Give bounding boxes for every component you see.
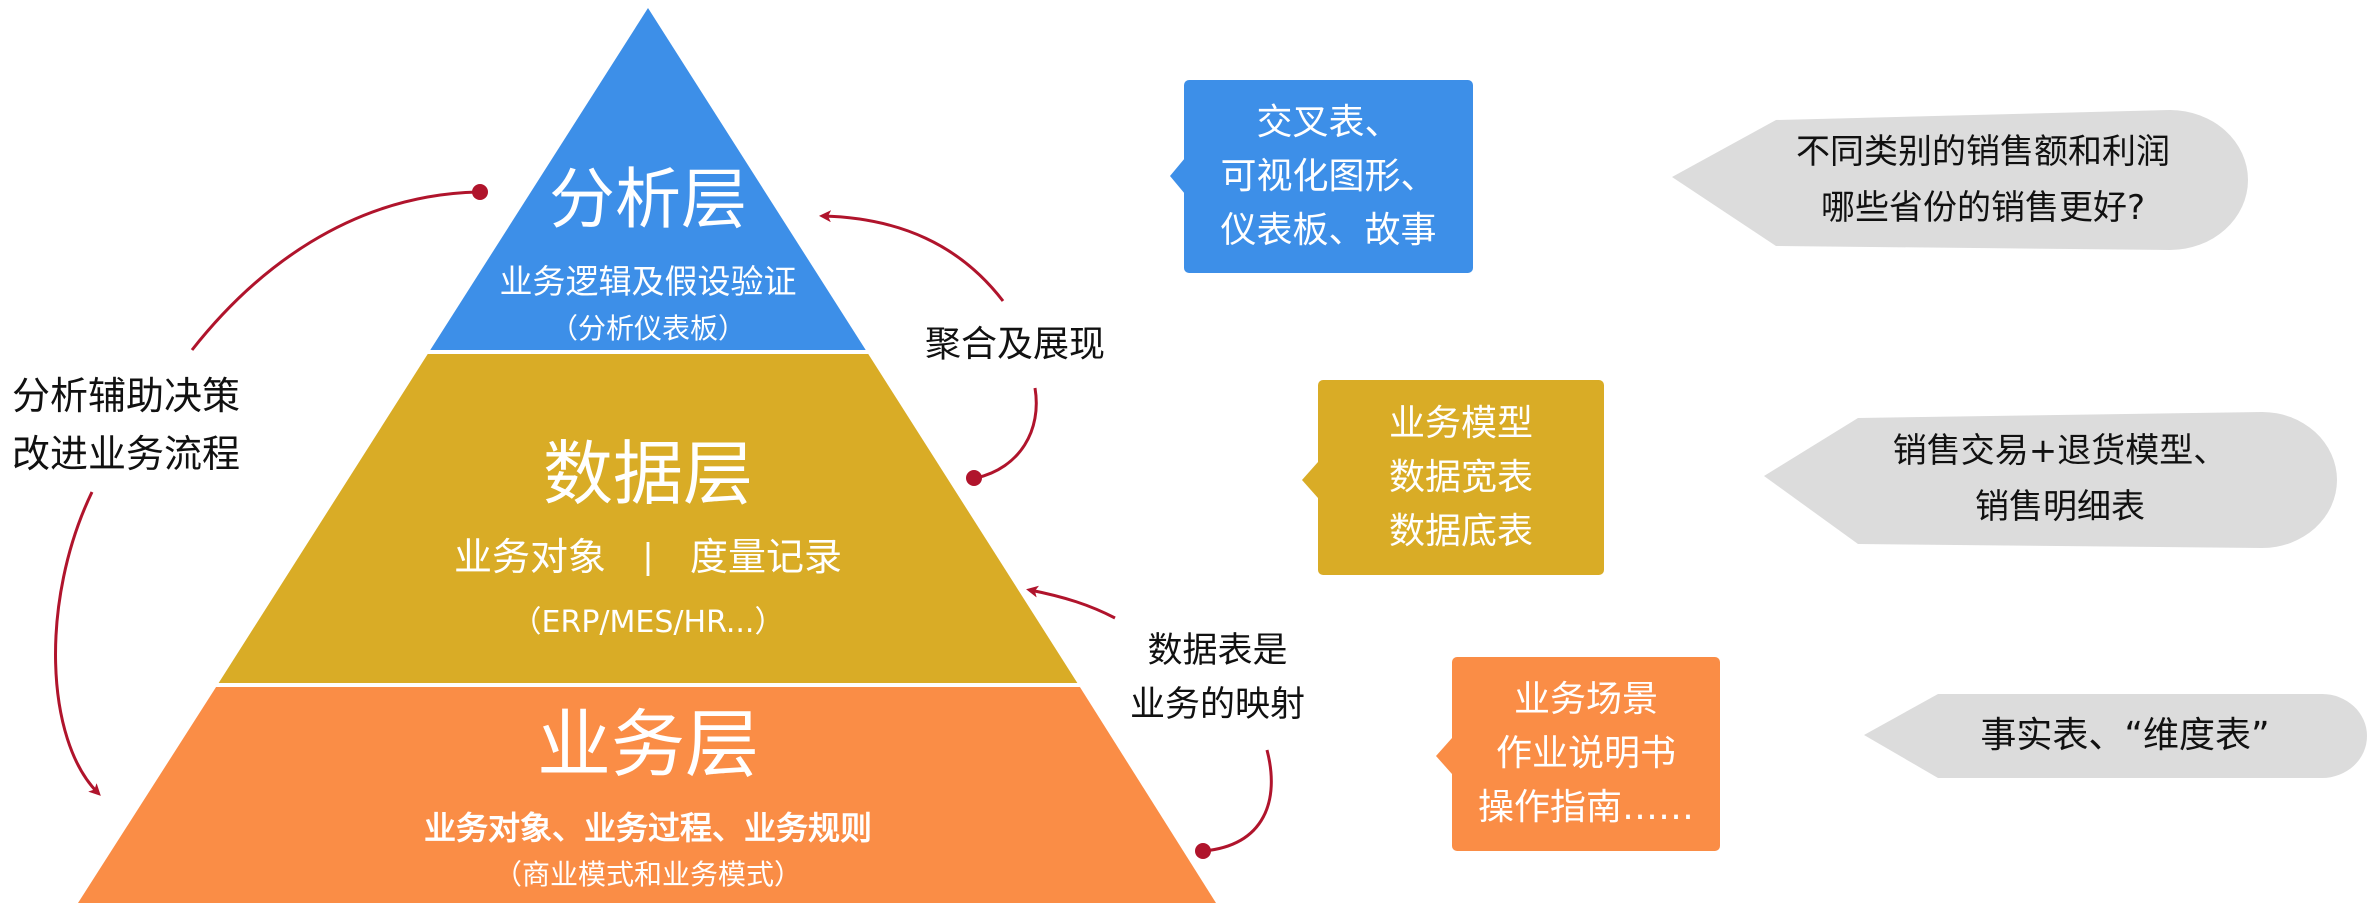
analysis-example-line: 哪些省份的销售更好? xyxy=(1820,188,2146,228)
data-layer-note: （ERP/MES/HR...） xyxy=(512,605,785,640)
data-layer-title: 数据层 xyxy=(543,433,753,515)
analysis-example-bubble xyxy=(1672,110,2248,250)
data-callout-item: 数据底表 xyxy=(1388,510,1533,552)
data-callout-item: 业务模型 xyxy=(1388,402,1533,444)
analysis-layer-tier xyxy=(429,8,867,352)
mapping-arrow xyxy=(1026,585,1116,620)
mapping-label-line1: 数据表是 xyxy=(1147,631,1288,671)
decision-arc-dot xyxy=(472,184,488,200)
business-callout-item: 作业说明书 xyxy=(1495,733,1676,774)
data-layer-tier xyxy=(218,352,1078,684)
aggregate-label: 聚合及展现 xyxy=(925,324,1106,365)
decision-cycle-line2: 改进业务流程 xyxy=(12,432,241,476)
business-layer-note: （商业模式和业务模式） xyxy=(494,858,802,891)
mapping-label: 数据表是 业务的映射 xyxy=(1130,624,1305,732)
analysis-callout-pointer xyxy=(1170,158,1185,194)
mapping-return-curve xyxy=(1203,749,1273,853)
data-layer-subtitle-left: 业务对象 xyxy=(454,535,606,579)
decision-arc-up xyxy=(190,190,479,351)
analysis-layer-subtitle: 业务逻辑及假设验证 xyxy=(500,262,797,301)
business-callout-item: 业务场景 xyxy=(1513,679,1658,720)
business-callout-item: 操作指南…… xyxy=(1477,787,1694,828)
analysis-example-text: 不同类别的销售额和利润 哪些省份的销售更好? xyxy=(1748,124,2218,236)
analysis-example-line: 不同类别的销售额和利润 xyxy=(1796,132,2170,172)
business-callout: 业务场景 作业说明书 操作指南…… xyxy=(1452,657,1720,851)
mapping-label-line2: 业务的映射 xyxy=(1130,685,1306,725)
analysis-callout-item: 仪表板、故事 xyxy=(1220,209,1437,251)
aggregate-return-curve xyxy=(975,387,1038,480)
aggregate-return-dot xyxy=(966,470,982,486)
data-example-bubble xyxy=(1764,412,2337,548)
analysis-callout-item: 交叉表、 xyxy=(1256,101,1401,143)
business-example-text: 事实表、“维度表” xyxy=(1930,708,2320,764)
aggregate-arrow xyxy=(819,210,1005,302)
data-callout-pointer xyxy=(1302,462,1318,498)
data-layer-separator: | xyxy=(642,537,653,577)
analysis-callout: 交叉表、 可视化图形、 仪表板、故事 xyxy=(1184,80,1473,273)
business-layer-tier xyxy=(78,684,1216,903)
business-layer-title: 业务层 xyxy=(537,702,759,788)
business-example-line: 事实表、“维度表” xyxy=(1980,715,2270,756)
data-callout: 业务模型 数据宽表 数据底表 xyxy=(1318,380,1604,575)
data-example-text: 销售交易+退货模型、 销售明细表 xyxy=(1850,423,2270,535)
decision-cycle-line1: 分析辅助决策 xyxy=(12,374,241,418)
data-example-line: 销售明细表 xyxy=(1975,487,2145,527)
analysis-layer-note: （分析仪表板） xyxy=(550,312,746,345)
mapping-return-dot xyxy=(1195,843,1211,859)
decision-arc-down xyxy=(54,491,101,796)
data-layer-subtitle-right: 度量记录 xyxy=(690,535,842,579)
business-callout-pointer xyxy=(1436,738,1452,774)
business-layer-subtitle: 业务对象、业务过程、业务规则 xyxy=(424,809,872,847)
data-callout-item: 数据宽表 xyxy=(1388,456,1533,498)
business-example-bubble xyxy=(1864,694,2367,778)
decision-cycle-label: 分析辅助决策 改进业务流程 xyxy=(12,367,240,483)
data-example-line: 销售交易+退货模型、 xyxy=(1892,431,2228,471)
analysis-layer-title: 分析层 xyxy=(549,161,747,238)
analysis-callout-item: 可视化图形、 xyxy=(1220,155,1437,197)
